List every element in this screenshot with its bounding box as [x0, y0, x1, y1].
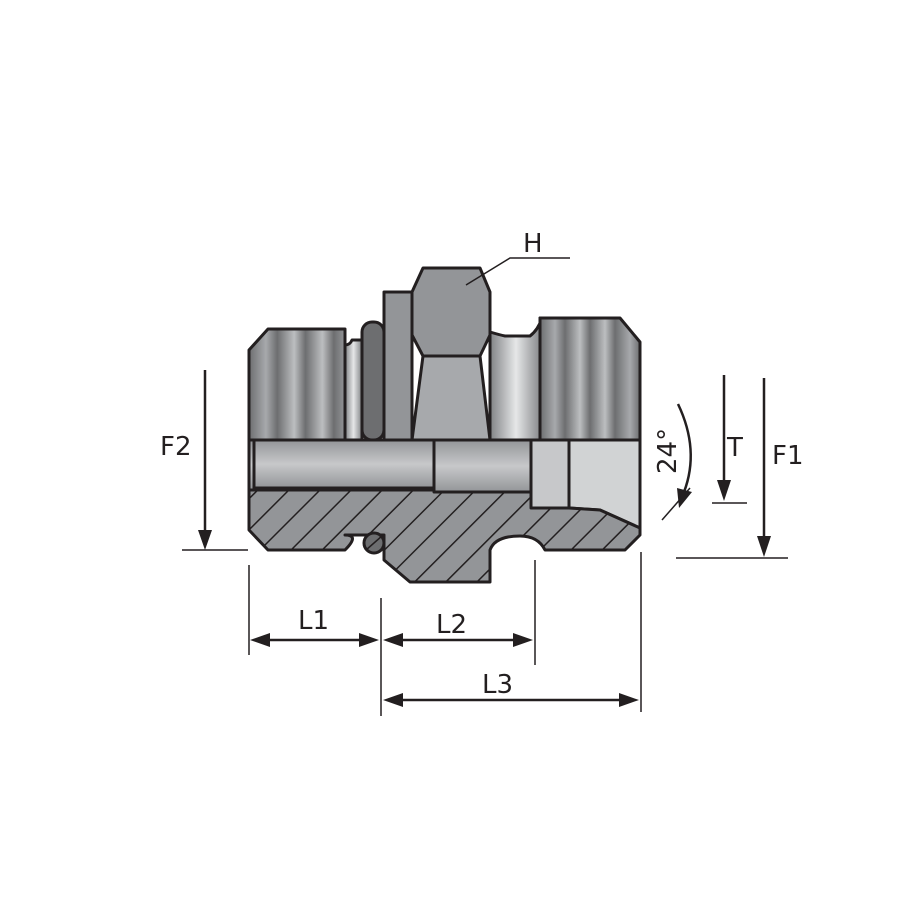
label-f2: F2 [160, 432, 192, 462]
l2-dimension [383, 633, 533, 647]
label-h: H [523, 229, 543, 259]
label-t: T [726, 433, 743, 463]
l1-dimension [250, 633, 379, 647]
fitting-body-upper [247, 266, 642, 442]
hex-nut-top [410, 266, 492, 358]
hex-nut-face [410, 354, 492, 442]
bore-section [247, 438, 642, 530]
o-ring-upper [360, 320, 386, 442]
label-angle: 24° [653, 428, 683, 474]
cross-section-hatched [247, 488, 642, 584]
l3-dimension [383, 693, 639, 707]
label-f1: F1 [772, 441, 804, 471]
label-l3: L3 [482, 670, 513, 700]
label-l2: L2 [436, 610, 467, 640]
washer [382, 290, 414, 442]
hex-leader-line [465, 257, 570, 286]
label-l1: L1 [298, 606, 329, 636]
angle-arc [676, 403, 692, 493]
